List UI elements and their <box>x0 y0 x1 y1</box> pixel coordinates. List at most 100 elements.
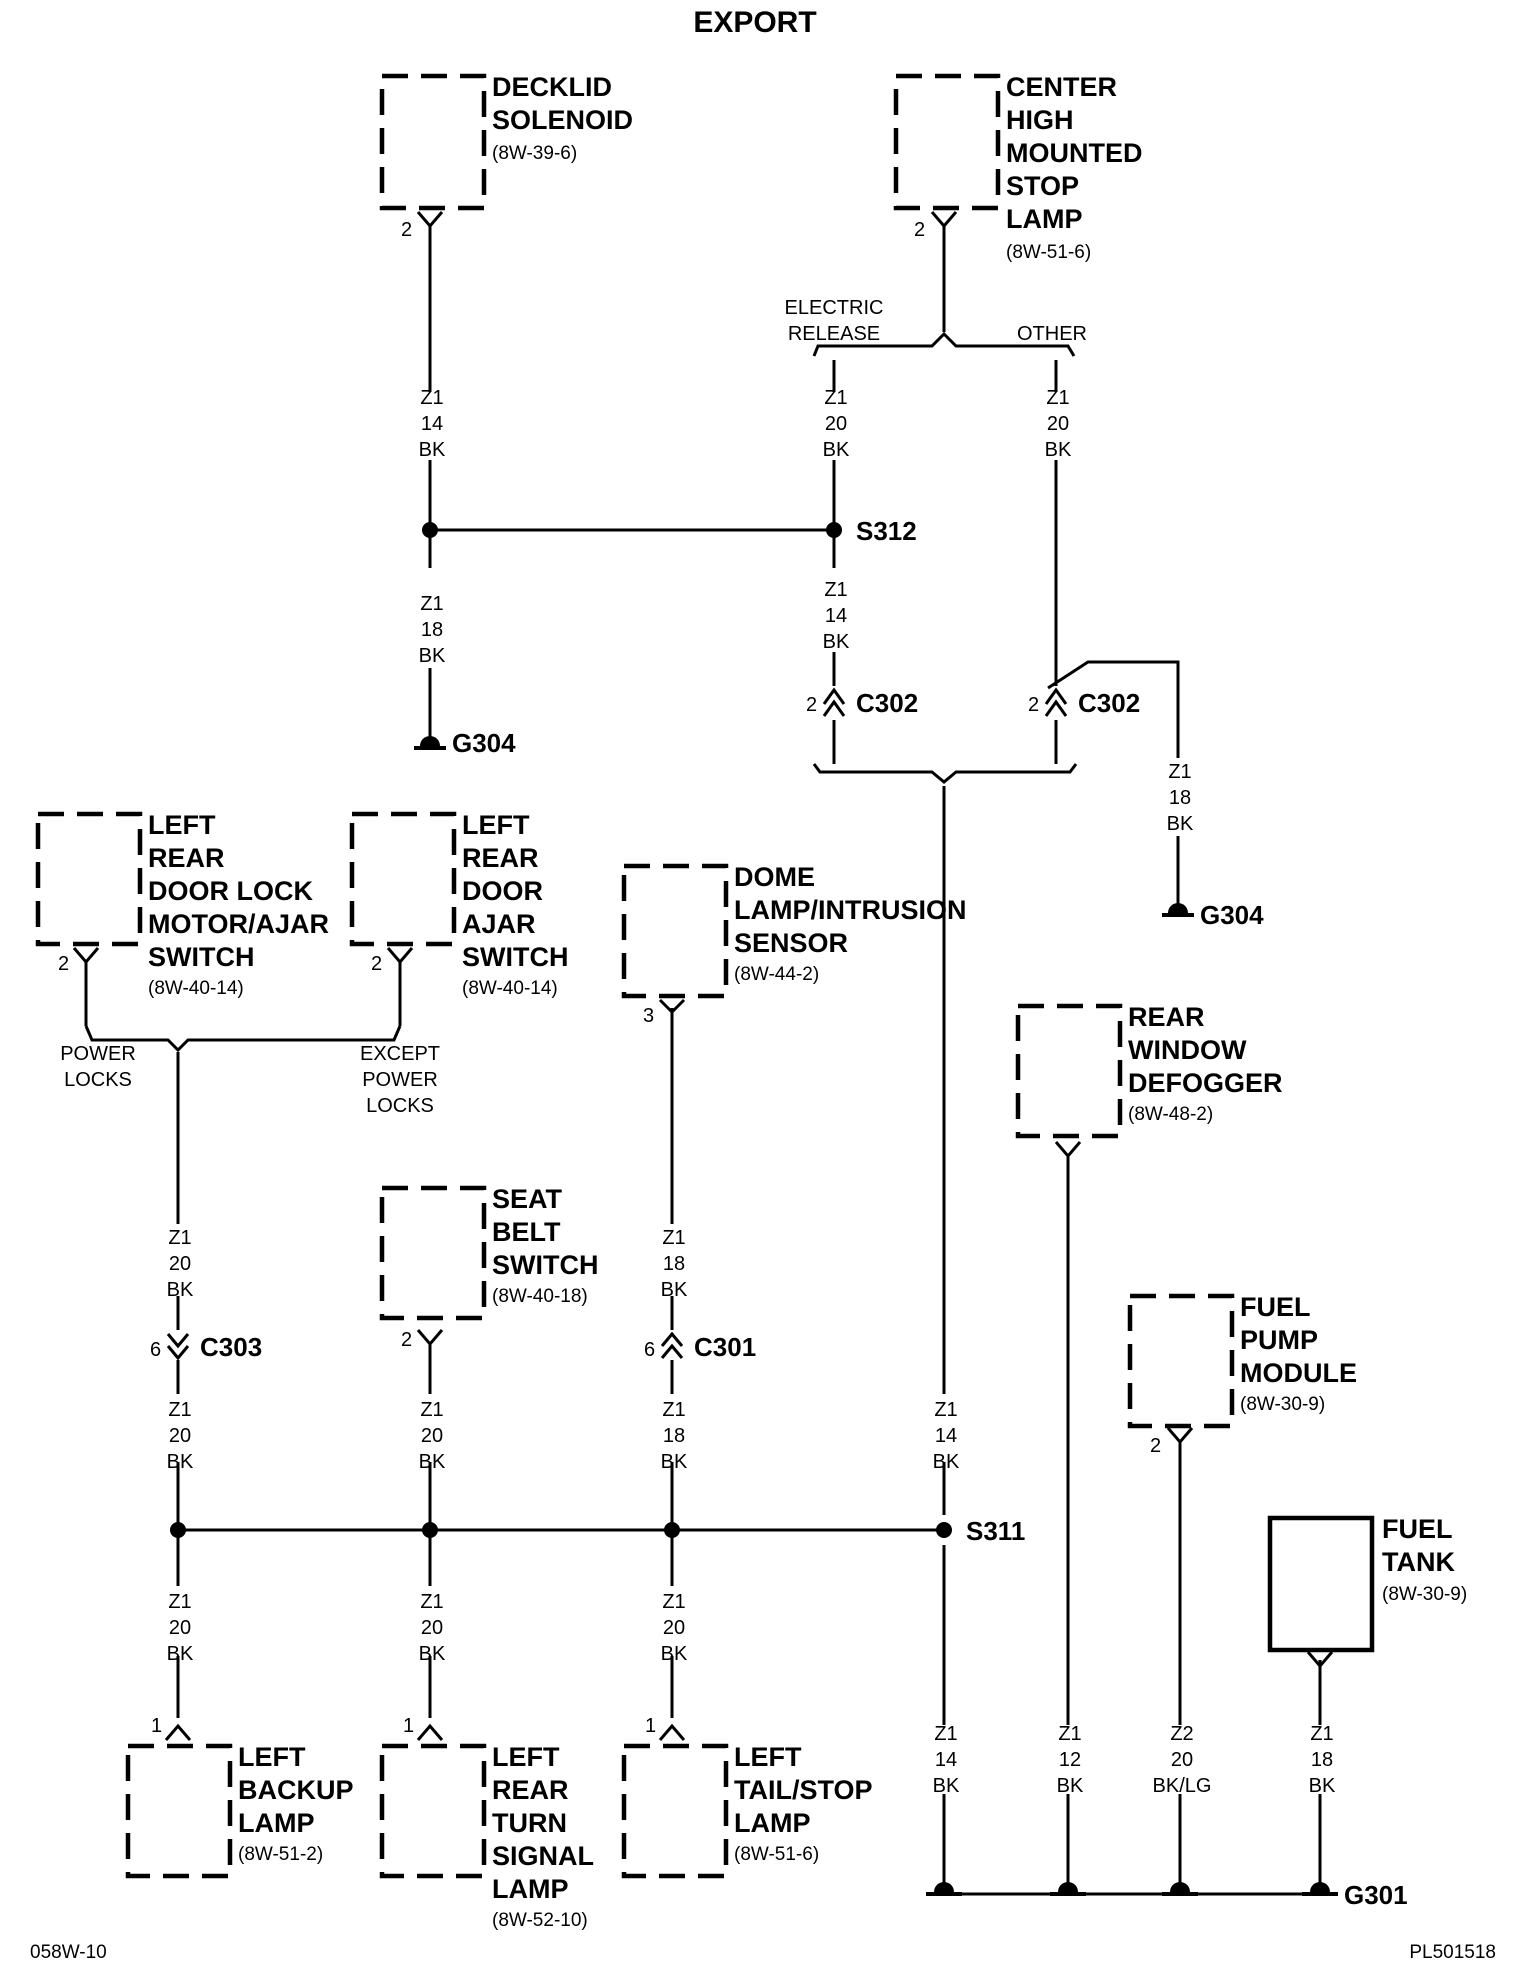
svg-text:BK: BK <box>933 1451 960 1473</box>
svg-text:BK: BK <box>823 439 850 461</box>
dome-ref: (8W-44-2) <box>734 964 819 985</box>
left-backup-lamp-box <box>125 1743 233 1879</box>
wire-label-other-upper: Z1 20 BK <box>1045 387 1072 461</box>
svg-text:BK: BK <box>419 1451 446 1473</box>
wire-label-seat-belt: Z1 20 BK <box>419 1399 446 1473</box>
tail-label-3: LAMP <box>734 1808 811 1838</box>
svg-text:BK: BK <box>1309 1775 1336 1797</box>
svg-text:BK: BK <box>1057 1775 1084 1797</box>
svg-text:Z1: Z1 <box>1168 761 1191 783</box>
c303-label: C303 <box>200 1332 262 1362</box>
except-power-locks-label-1: EXCEPT <box>360 1043 440 1065</box>
wire-label-tail: Z1 20 BK <box>661 1591 688 1665</box>
svg-text:Z1: Z1 <box>1310 1723 1333 1745</box>
door-ajar-label-3: DOOR <box>462 876 543 906</box>
svg-text:20: 20 <box>825 413 847 435</box>
defogger-label-1: REAR <box>1128 1002 1205 1032</box>
wire-label-c301-lower: Z1 18 BK <box>661 1399 688 1473</box>
svg-text:Z1: Z1 <box>1058 1723 1081 1745</box>
dome-label-3: SENSOR <box>734 928 848 958</box>
door-ajar-switch-box <box>349 811 457 947</box>
door-ajar-ref: (8W-40-14) <box>462 978 558 999</box>
tail-label-1: LEFT <box>734 1742 802 1772</box>
svg-text:Z1: Z1 <box>824 579 847 601</box>
svg-text:BK: BK <box>167 1279 194 1301</box>
door-lock-label-4: MOTOR/AJAR <box>148 909 329 939</box>
turn-label-4: SIGNAL <box>492 1841 594 1871</box>
svg-text:18: 18 <box>663 1253 685 1275</box>
tail-label-2: TAIL/STOP <box>734 1775 873 1805</box>
svg-text:18: 18 <box>1169 787 1191 809</box>
seat-belt-label-1: SEAT <box>492 1184 563 1214</box>
svg-text:Z1: Z1 <box>420 1591 443 1613</box>
svg-text:20: 20 <box>663 1617 685 1639</box>
svg-text:Z1: Z1 <box>824 387 847 409</box>
node-labels: S312 S311 G304 G304 G301 C302 2 C302 2 C… <box>150 516 1408 1910</box>
connector-chevrons <box>166 687 1068 1361</box>
svg-text:BK: BK <box>823 631 850 653</box>
door-lock-pin: 2 <box>58 953 69 975</box>
decklid-ref: (8W-39-6) <box>492 143 577 164</box>
seat-belt-label-2: BELT <box>492 1217 561 1247</box>
fuel-pump-label-3: MODULE <box>1240 1358 1357 1388</box>
svg-text:BK: BK <box>419 439 446 461</box>
wire-label-backup: Z1 20 BK <box>167 1591 194 1665</box>
svg-text:BK: BK <box>167 1643 194 1665</box>
door-lock-label-5: SWITCH <box>148 942 254 972</box>
wire-label-main-to-s311: Z1 14 BK <box>933 1399 960 1473</box>
turn-label-3: TURN <box>492 1808 567 1838</box>
dome-label-1: DOME <box>734 862 815 892</box>
backup-label-2: BACKUP <box>238 1775 354 1805</box>
backup-label-3: LAMP <box>238 1808 315 1838</box>
door-lock-motor-box <box>35 811 143 947</box>
dome-lamp-box <box>621 863 729 999</box>
svg-text:20: 20 <box>169 1253 191 1275</box>
chmsl-label-1: CENTER <box>1006 72 1117 102</box>
c302-right-label: C302 <box>1078 688 1140 718</box>
svg-text:Z1: Z1 <box>662 1227 685 1249</box>
door-lock-label-1: LEFT <box>148 810 216 840</box>
svg-text:14: 14 <box>935 1749 957 1771</box>
turn-ref: (8W-52-10) <box>492 1910 588 1931</box>
left-tail-stop-box <box>621 1743 729 1879</box>
svg-text:Z1: Z1 <box>1046 387 1069 409</box>
turn-label-5: LAMP <box>492 1874 569 1904</box>
turn-pin: 1 <box>403 1715 414 1737</box>
svg-text:18: 18 <box>663 1425 685 1447</box>
svg-text:20: 20 <box>169 1617 191 1639</box>
svg-text:Z1: Z1 <box>934 1399 957 1421</box>
chmsl-label-4: STOP <box>1006 171 1079 201</box>
wire-label-defogger: Z1 12 BK <box>1057 1723 1084 1797</box>
tail-ref: (8W-51-6) <box>734 1844 819 1865</box>
except-power-locks-label-3: LOCKS <box>366 1095 434 1117</box>
wire-label-s312-lower: Z1 14 BK <box>823 579 850 653</box>
c303-pin: 6 <box>150 1339 161 1361</box>
wire-label-c303-lower: Z1 20 BK <box>167 1399 194 1473</box>
door-ajar-pin: 2 <box>371 953 382 975</box>
svg-text:14: 14 <box>935 1425 957 1447</box>
except-power-locks-label-2: POWER <box>362 1069 438 1091</box>
svg-text:BK: BK <box>1167 813 1194 835</box>
svg-text:20: 20 <box>1171 1749 1193 1771</box>
door-lock-label-2: REAR <box>148 843 225 873</box>
turn-label-1: LEFT <box>492 1742 560 1772</box>
door-ajar-label-2: REAR <box>462 843 539 873</box>
wires <box>84 226 1322 1896</box>
svg-text:18: 18 <box>1311 1749 1333 1771</box>
svg-text:Z1: Z1 <box>420 387 443 409</box>
seat-belt-label-3: SWITCH <box>492 1250 598 1280</box>
wire-label-g304-right: Z1 18 BK <box>1167 761 1194 835</box>
terminal-symbols <box>72 211 1334 1741</box>
door-ajar-label-5: SWITCH <box>462 942 568 972</box>
g304-right-label: G304 <box>1200 900 1264 930</box>
fuel-tank-ref: (8W-30-9) <box>1382 1584 1467 1605</box>
svg-text:Z1: Z1 <box>934 1723 957 1745</box>
g304-left-label: G304 <box>452 728 516 758</box>
svg-text:BK: BK <box>933 1775 960 1797</box>
wire-label-turn: Z1 20 BK <box>419 1591 446 1665</box>
decklid-solenoid-box <box>379 73 487 211</box>
decklid-label-1: DECKLID <box>492 72 612 102</box>
wire-labels: Z1 14 BK Z1 18 BK Z1 20 BK Z1 14 BK Z1 2… <box>167 387 1336 1797</box>
svg-text:BK/LG: BK/LG <box>1153 1775 1212 1797</box>
